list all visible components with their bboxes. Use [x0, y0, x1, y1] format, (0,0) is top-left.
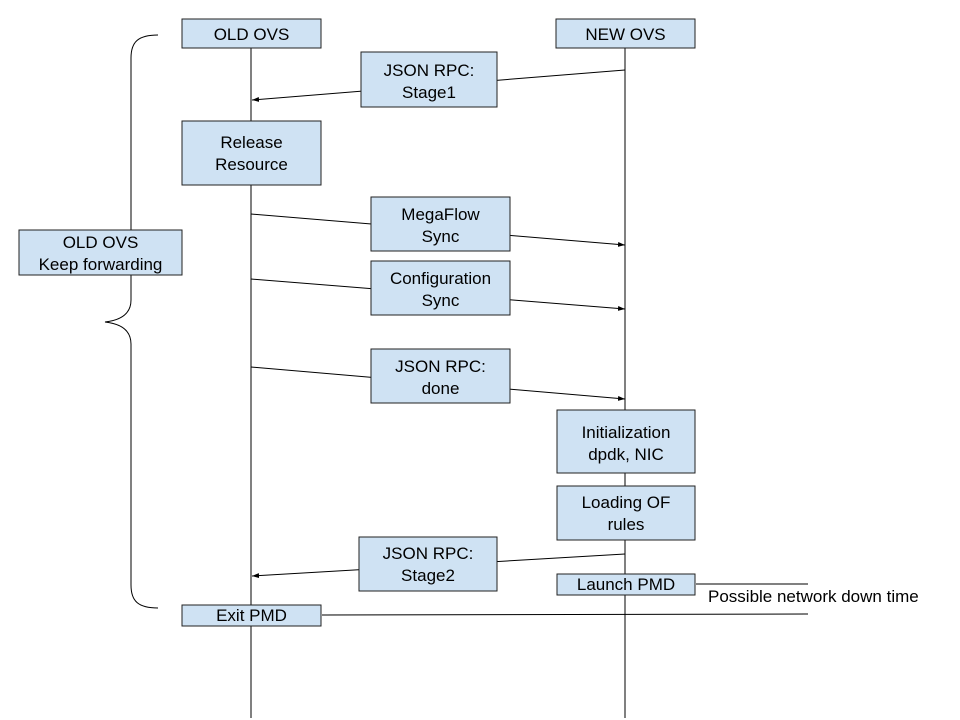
svg-text:JSON RPC:: JSON RPC: [383, 544, 474, 563]
svg-text:Configuration: Configuration [390, 269, 491, 288]
svg-text:Sync: Sync [422, 291, 460, 310]
svg-text:Loading OF: Loading OF [582, 493, 671, 512]
json-rpc-stage1-box: JSON RPC: Stage1 [360, 51, 498, 108]
svg-text:JSON RPC:: JSON RPC: [395, 357, 486, 376]
megaflow-sync-box: MegaFlow Sync [370, 196, 511, 252]
exit-pmd-box: Exit PMD [181, 604, 322, 627]
downtime-end-line [321, 613, 809, 616]
svg-text:Stage1: Stage1 [402, 83, 456, 102]
downtime-label: Possible network down time [708, 587, 919, 606]
svg-text:Sync: Sync [422, 227, 460, 246]
svg-text:Keep forwarding: Keep forwarding [39, 255, 163, 274]
loading-of-rules-box: Loading OF rules [556, 485, 696, 541]
svg-text:Exit PMD: Exit PMD [216, 606, 287, 625]
keep-forwarding-box: OLD OVS Keep forwarding [18, 229, 183, 276]
initialization-box: Initialization dpdk, NIC [556, 409, 696, 474]
svg-text:rules: rules [608, 515, 645, 534]
svg-text:done: done [422, 379, 460, 398]
configuration-sync-box: Configuration Sync [370, 260, 511, 316]
keep-forwarding-brace [104, 34, 159, 609]
old-ovs-header: OLD OVS [181, 18, 322, 49]
new-ovs-header: NEW OVS [555, 18, 696, 49]
svg-text:dpdk, NIC: dpdk, NIC [588, 445, 664, 464]
svg-text:Stage2: Stage2 [401, 566, 455, 585]
svg-text:Launch PMD: Launch PMD [577, 575, 675, 594]
svg-text:JSON RPC:: JSON RPC: [384, 61, 475, 80]
release-resource-box: Release Resource [181, 120, 322, 186]
svg-text:MegaFlow: MegaFlow [401, 205, 480, 224]
launch-pmd-box: Launch PMD [556, 573, 696, 596]
svg-text:Release: Release [220, 133, 282, 152]
svg-text:OLD OVS: OLD OVS [214, 25, 290, 44]
svg-text:Resource: Resource [215, 155, 288, 174]
json-rpc-stage2-box: JSON RPC: Stage2 [358, 536, 498, 592]
svg-text:Initialization: Initialization [582, 423, 671, 442]
json-rpc-done-box: JSON RPC: done [370, 348, 511, 404]
svg-text:OLD OVS: OLD OVS [63, 233, 139, 252]
svg-text:NEW OVS: NEW OVS [585, 25, 665, 44]
